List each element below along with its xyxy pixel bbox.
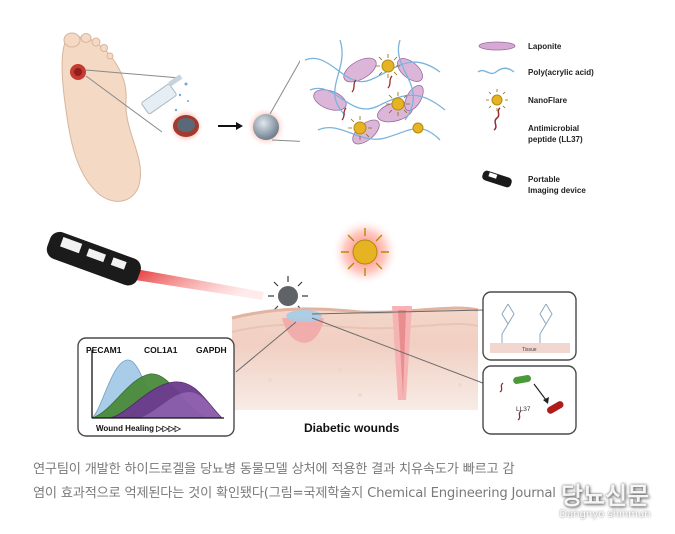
legend-nanoflare: NanoFlare (528, 96, 568, 105)
marker-pecam1: PECAM1 (86, 345, 122, 355)
ll37-panel: LL37 (482, 365, 577, 435)
marker-col1a1: COL1A1 (144, 345, 178, 355)
hydrogel-network (300, 28, 450, 153)
legend-device-icon (482, 170, 512, 188)
diagram-title: Diabetic wounds (304, 421, 400, 435)
wound-before-icon (168, 108, 204, 144)
marker-gapdh: GAPDH (196, 345, 227, 355)
legend-paa: Poly(acrylic acid) (528, 68, 594, 77)
tissue-panel: Tissue (482, 291, 577, 361)
legend-peptide-line2: peptide (LL37) (528, 135, 583, 144)
imaging-device-icon (46, 231, 141, 286)
legend: Laponite Poly(acrylic acid) NanoFlare An… (477, 41, 594, 195)
nanoflare-icon (348, 54, 424, 140)
wound-gel-icon (246, 107, 286, 147)
nanoflare-glow-icon (331, 218, 399, 286)
legend-peptide-line1: Antimicrobial (528, 124, 579, 133)
watermark: 당뇨신문 Dangnyo shinmun (540, 476, 670, 520)
legend-peptide-icon (493, 107, 501, 131)
legend-device-line1: Portable (528, 175, 561, 184)
ll37-label: LL37 (516, 406, 531, 413)
healing-xlabel: Wound Healing ▷▷▷▷ (96, 424, 182, 433)
legend-laponite: Laponite (528, 42, 562, 51)
watermark-main: 당뇨신문 (560, 482, 650, 510)
caption-line-1: 연구팀이 개발한 하이드로겔을 당뇨병 동물모델 상처에 적용한 결과 치유속도… (33, 462, 515, 477)
wound-healing-chart: PECAM1 COL1A1 GAPDH Wound Healing ▷▷▷▷ (77, 337, 235, 437)
hydrogel-figure: Laponite Poly(acrylic acid) NanoFlare An… (46, 28, 595, 437)
caption-line-2: 염이 효과적으로 억제된다는 것이 확인됐다(그림=국제학술지 Chemical… (33, 486, 556, 501)
foot-illustration (61, 32, 142, 202)
syringe-icon (141, 74, 189, 115)
tissue-label: Tissue (522, 347, 537, 353)
skin-cross-section (231, 306, 479, 410)
legend-nanoflare-icon (486, 89, 508, 111)
legend-device-line2: Imaging device (528, 186, 586, 195)
nanosphere-icon (268, 276, 308, 316)
figure-caption: 연구팀이 개발한 하이드로겔을 당뇨병 동물모델 상처에 적용한 결과 치유속도… (33, 458, 658, 506)
watermark-sub: Dangnyo shinmun (559, 509, 651, 520)
laser-beam (130, 268, 264, 300)
